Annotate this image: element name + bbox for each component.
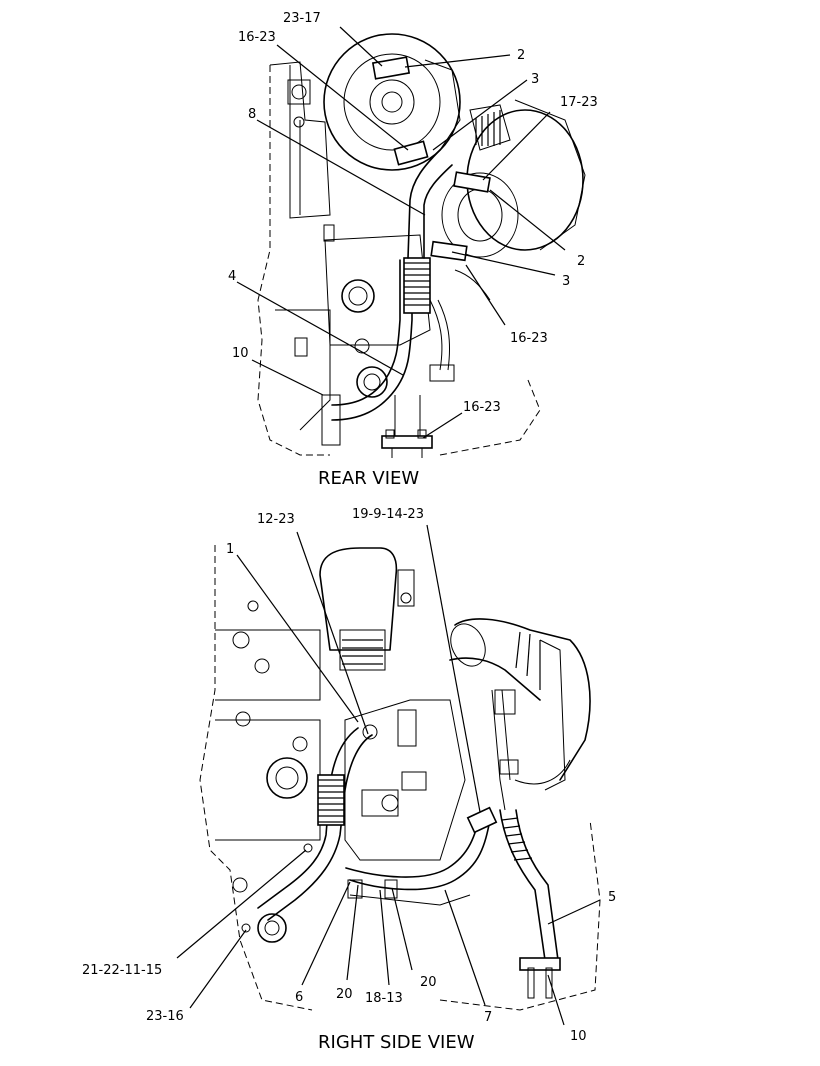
callout-18-13: 18-13 [365,991,403,1006]
callout-2-mid: 2 [577,254,585,269]
callout-16-23-top: 16-23 [238,30,276,45]
callout-3-top: 3 [531,72,539,87]
callout-17-23: 17-23 [560,95,598,110]
callout-20-right: 20 [420,975,437,990]
callout-1: 1 [226,542,234,557]
leader-lines [176,26,601,1026]
rear-view-drawing [257,33,586,458]
callout-6: 6 [295,990,303,1005]
right-side-view-title: RIGHT SIDE VIEW [318,1032,475,1053]
callout-12-23: 12-23 [257,512,295,527]
right-view-callouts: 12-23 19-9-14-23 1 5 21-22-11-15 23-16 6… [82,507,616,1053]
callout-8: 8 [248,107,256,122]
callout-21-22-11-15: 21-22-11-15 [82,963,162,978]
right-side-view-drawing [199,545,601,1011]
callout-2-top: 2 [517,48,525,63]
rear-view-callouts: 23-17 2 16-23 3 17-23 8 2 3 4 16-23 10 1… [228,11,598,489]
callout-3-mid: 3 [562,274,570,289]
callout-16-23-mid: 16-23 [510,331,548,346]
callout-23-16: 23-16 [146,1009,184,1024]
callout-5: 5 [608,890,616,905]
callout-10-right: 10 [570,1029,587,1044]
callout-20-left: 20 [336,987,353,1002]
rear-view-title: REAR VIEW [318,468,419,489]
callout-4: 4 [228,269,236,284]
callout-19-9-14-23: 19-9-14-23 [352,507,424,522]
callout-10-rear: 10 [232,346,249,361]
callout-16-23-bottom: 16-23 [463,400,501,415]
callout-23-17: 23-17 [283,11,321,26]
callout-7: 7 [484,1010,492,1025]
